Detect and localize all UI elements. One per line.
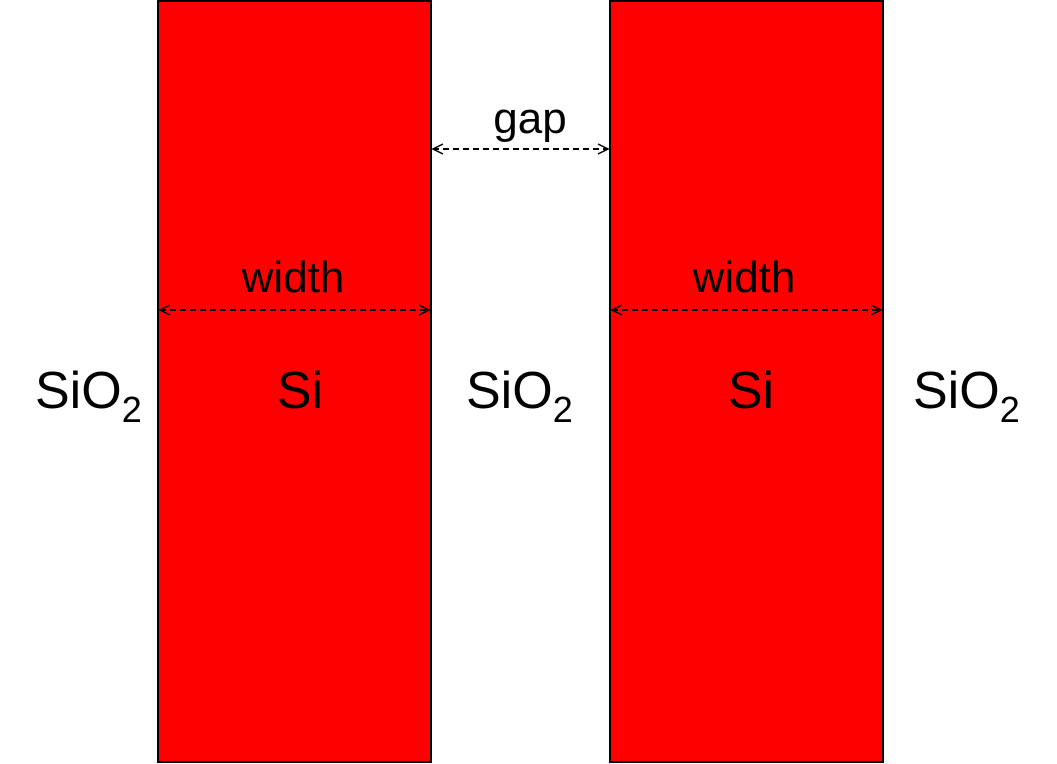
left-si-label: Si: [277, 362, 323, 420]
left-cladding-label: SiO2: [35, 362, 142, 430]
left-si-waveguide: [157, 0, 432, 763]
right-width-label: width: [692, 253, 796, 302]
gap-label: gap: [493, 94, 566, 143]
left-width-label: width: [241, 253, 345, 302]
middle-cladding-label: SiO2: [466, 362, 573, 430]
right-si-label: Si: [728, 362, 774, 420]
right-cladding-label: SiO2: [913, 362, 1020, 430]
right-si-waveguide: [609, 0, 884, 763]
